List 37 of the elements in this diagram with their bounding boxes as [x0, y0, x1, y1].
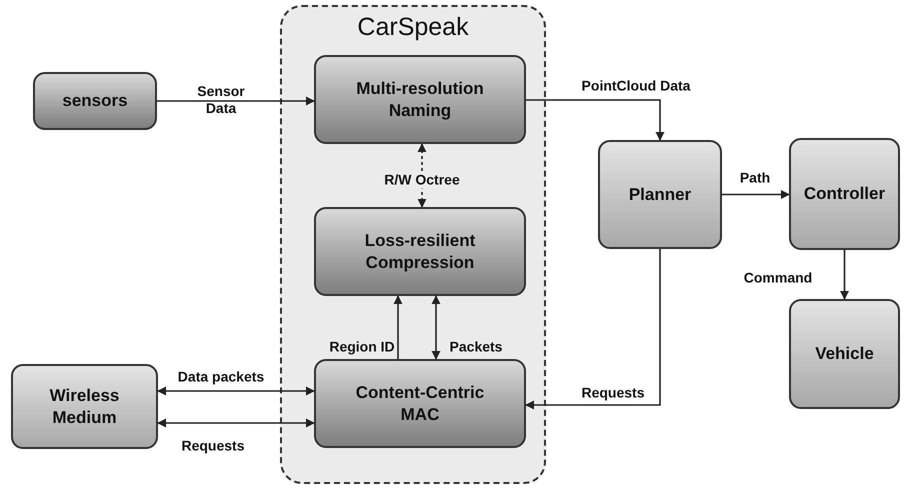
arrow [722, 190, 790, 199]
process-box [314, 55, 526, 144]
system-boundary [280, 5, 546, 484]
process-box [789, 299, 900, 409]
arrow [157, 386, 315, 396]
edge-label: Data packets [176, 368, 266, 386]
arrow [840, 250, 849, 300]
process-box [314, 359, 526, 448]
node-label: Planner [628, 184, 692, 206]
edge-label: Command [742, 270, 814, 286]
edge-label: Region ID [328, 338, 396, 356]
node-label: Loss-resilient Compression [364, 230, 476, 273]
node-label: Vehicle [814, 343, 875, 365]
node-label: Multi-resolution Naming [355, 78, 485, 121]
node-label: Content-Centric MAC [354, 382, 486, 425]
edge-label: Requests [180, 438, 246, 454]
edge-label: R/W Octree [382, 172, 462, 188]
arrow [525, 249, 661, 410]
arrow [157, 96, 315, 106]
group-title: CarSpeak [357, 13, 469, 42]
process-box [11, 364, 158, 449]
node-label: Wireless Medium [48, 385, 120, 428]
edge-label: Sensor Data [196, 83, 246, 117]
node-label: Controller [802, 183, 886, 205]
process-box [33, 72, 157, 130]
process-box [598, 140, 722, 249]
edge-label: Requests [580, 384, 646, 402]
edge-label: Path [738, 170, 772, 186]
node-label: sensors [61, 90, 129, 112]
process-box [314, 207, 526, 296]
arrow [526, 99, 664, 141]
arrow [432, 295, 440, 360]
arrow [394, 295, 402, 359]
edge-label: PointCloud Data [580, 78, 692, 94]
edge-label: Packets [448, 338, 504, 356]
process-box [789, 138, 900, 250]
arrow [157, 418, 315, 428]
